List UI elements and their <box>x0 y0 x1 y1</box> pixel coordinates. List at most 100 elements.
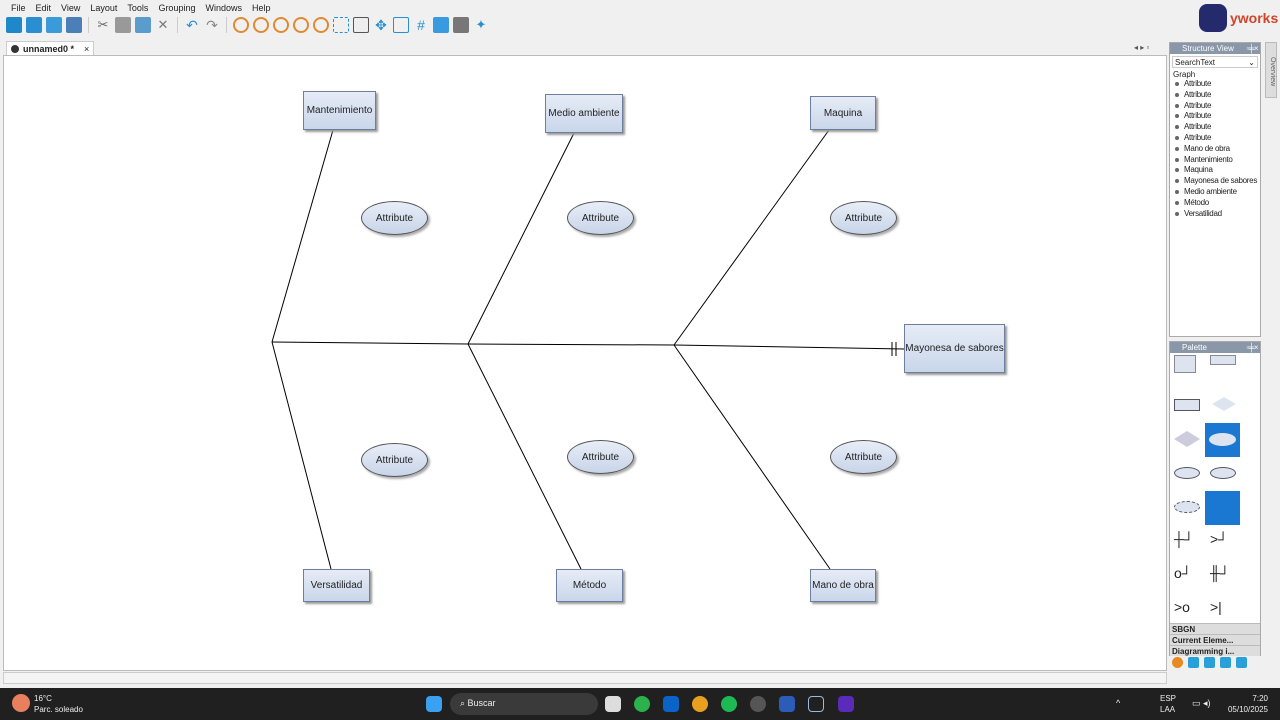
menu-windows[interactable]: Windows <box>205 3 242 13</box>
tree-item[interactable]: Attribute <box>1170 122 1260 133</box>
palette-edge-zero-many[interactable]: >o <box>1174 599 1190 615</box>
menu-tools[interactable]: Tools <box>127 3 149 13</box>
tray-chevron-icon[interactable]: ^ <box>1116 698 1121 708</box>
orthogonal-edges-icon[interactable] <box>433 17 449 33</box>
node-mano-de-obra[interactable]: Mano de obra <box>810 569 876 602</box>
menu-help[interactable]: Help <box>251 3 271 13</box>
open-icon[interactable] <box>26 17 42 33</box>
palette-edge-many[interactable]: >┘ <box>1210 531 1229 547</box>
palette-edge-zero-one[interactable]: o┘ <box>1174 565 1192 581</box>
palette-attribute[interactable] <box>1174 467 1200 479</box>
panel-window-buttons[interactable]: ▫╪× <box>1246 44 1258 53</box>
panel-window-buttons[interactable]: ▫╪× <box>1246 343 1258 352</box>
menu-edit[interactable]: Edit <box>35 3 52 13</box>
search-text-input[interactable]: SearchText⌄ <box>1172 56 1258 68</box>
tree-item[interactable]: Método <box>1170 198 1260 209</box>
palette-edge-selected[interactable] <box>1205 491 1240 525</box>
task-view-icon[interactable] <box>605 696 621 712</box>
delete-icon[interactable]: ✕ <box>157 17 169 32</box>
attribute-node[interactable]: Attribute <box>830 440 897 474</box>
word-icon[interactable] <box>779 696 795 712</box>
node-maquina[interactable]: Maquina <box>810 96 876 130</box>
app-icon[interactable] <box>750 696 766 712</box>
new-icon[interactable] <box>6 17 22 33</box>
tree-item[interactable]: Mano de obra <box>1170 144 1260 155</box>
language-layout[interactable]: LAA <box>1160 705 1176 714</box>
chrome-icon[interactable] <box>692 696 708 712</box>
tree-item[interactable]: Maquina <box>1170 165 1260 176</box>
language-indicator[interactable]: ESP <box>1160 694 1177 703</box>
copy-icon[interactable] <box>115 17 131 33</box>
node-mantenimiento[interactable]: Mantenimiento <box>303 91 376 130</box>
menu-file[interactable]: File <box>11 3 26 13</box>
tree-root[interactable]: Graph <box>1173 70 1196 79</box>
outlook-icon[interactable] <box>663 696 679 712</box>
tree-item[interactable]: Attribute <box>1170 101 1260 112</box>
redo-icon[interactable]: ↷ <box>206 17 218 33</box>
tree-item[interactable]: Attribute <box>1170 79 1260 90</box>
paste-icon[interactable] <box>135 17 151 33</box>
palette-relationship[interactable] <box>1212 397 1236 411</box>
save-icon[interactable] <box>46 17 62 33</box>
spotify-icon[interactable] <box>721 696 737 712</box>
dock-icon[interactable] <box>1188 657 1199 668</box>
palette-attribute[interactable] <box>1210 467 1236 479</box>
windows-start-icon[interactable] <box>426 696 442 712</box>
palette-section-diagramming[interactable]: Diagramming i... <box>1170 645 1260 656</box>
tree-item[interactable]: Mayonesa de sabores <box>1170 176 1260 187</box>
dock-icon[interactable] <box>1172 657 1183 668</box>
palette-edge-one[interactable]: ┼┘ <box>1174 531 1194 547</box>
close-tab-button[interactable]: × <box>84 43 90 54</box>
edit-mode-icon[interactable] <box>353 17 369 33</box>
move-icon[interactable]: ✥ <box>375 17 387 33</box>
palette-section-current-elements[interactable]: Current Eleme... <box>1170 634 1260 645</box>
zoom-out-icon[interactable] <box>253 17 269 33</box>
tree-item[interactable]: Medio ambiente <box>1170 187 1260 198</box>
zoom-in-icon[interactable] <box>233 17 249 33</box>
tab-unnamed0[interactable]: unnamed0 * × <box>6 41 95 55</box>
snap-icon[interactable] <box>393 17 409 33</box>
zoom-fit-icon[interactable] <box>293 17 309 33</box>
palette-attribute-selected[interactable] <box>1205 423 1240 457</box>
palette-entity[interactable] <box>1210 355 1236 365</box>
undo-icon[interactable]: ↶ <box>186 17 198 33</box>
tree-item[interactable]: Attribute <box>1170 111 1260 122</box>
palette-entity[interactable] <box>1174 399 1200 411</box>
horizontal-scrollbar[interactable] <box>3 672 1167 684</box>
overview-tab[interactable]: Overview <box>1265 42 1277 98</box>
tree-item[interactable]: Mantenimiento <box>1170 155 1260 166</box>
dock-icon[interactable] <box>1220 657 1231 668</box>
grid-icon[interactable]: # <box>417 17 425 33</box>
zoom-100-icon[interactable] <box>273 17 289 33</box>
whatsapp-icon[interactable] <box>634 696 650 712</box>
node-metodo[interactable]: Método <box>556 569 623 602</box>
palette-edge-one-many[interactable]: >| <box>1210 599 1222 615</box>
attribute-node[interactable]: Attribute <box>830 201 897 235</box>
attribute-node[interactable]: Attribute <box>361 201 428 235</box>
menu-layout[interactable]: Layout <box>90 3 118 13</box>
cut-icon[interactable]: ✂ <box>97 17 109 32</box>
fit-content-icon[interactable] <box>333 17 349 33</box>
menu-view[interactable]: View <box>61 3 81 13</box>
menu-grouping[interactable]: Grouping <box>158 3 196 13</box>
search-box[interactable]: ⌕ Buscar <box>450 693 598 715</box>
layout-icon[interactable] <box>453 17 469 33</box>
magic-wand-icon[interactable]: ✦ <box>475 17 487 32</box>
tree-item[interactable]: Versatilidad <box>1170 209 1260 220</box>
palette-weak-relationship[interactable] <box>1174 431 1200 447</box>
diagram-canvas[interactable]: Mantenimiento Medio ambiente Maquina Ver… <box>3 55 1167 671</box>
print-icon[interactable] <box>66 17 82 33</box>
attribute-node[interactable]: Attribute <box>567 440 634 474</box>
node-effect[interactable]: Mayonesa de sabores <box>904 324 1005 373</box>
weather-icon[interactable] <box>12 694 30 712</box>
palette-entity-attributes[interactable] <box>1174 355 1196 373</box>
app-icon[interactable] <box>808 696 824 712</box>
tab-nav[interactable]: ◂ ▸ ▫ <box>1134 43 1150 52</box>
palette-edge-exactly-one[interactable]: ╫┘ <box>1210 565 1230 581</box>
zoom-selection-icon[interactable] <box>313 17 329 33</box>
dock-icon[interactable] <box>1204 657 1215 668</box>
node-versatilidad[interactable]: Versatilidad <box>303 569 370 602</box>
node-medio-ambiente[interactable]: Medio ambiente <box>545 94 623 133</box>
attribute-node[interactable]: Attribute <box>361 443 428 477</box>
tree-item[interactable]: Attribute <box>1170 90 1260 101</box>
